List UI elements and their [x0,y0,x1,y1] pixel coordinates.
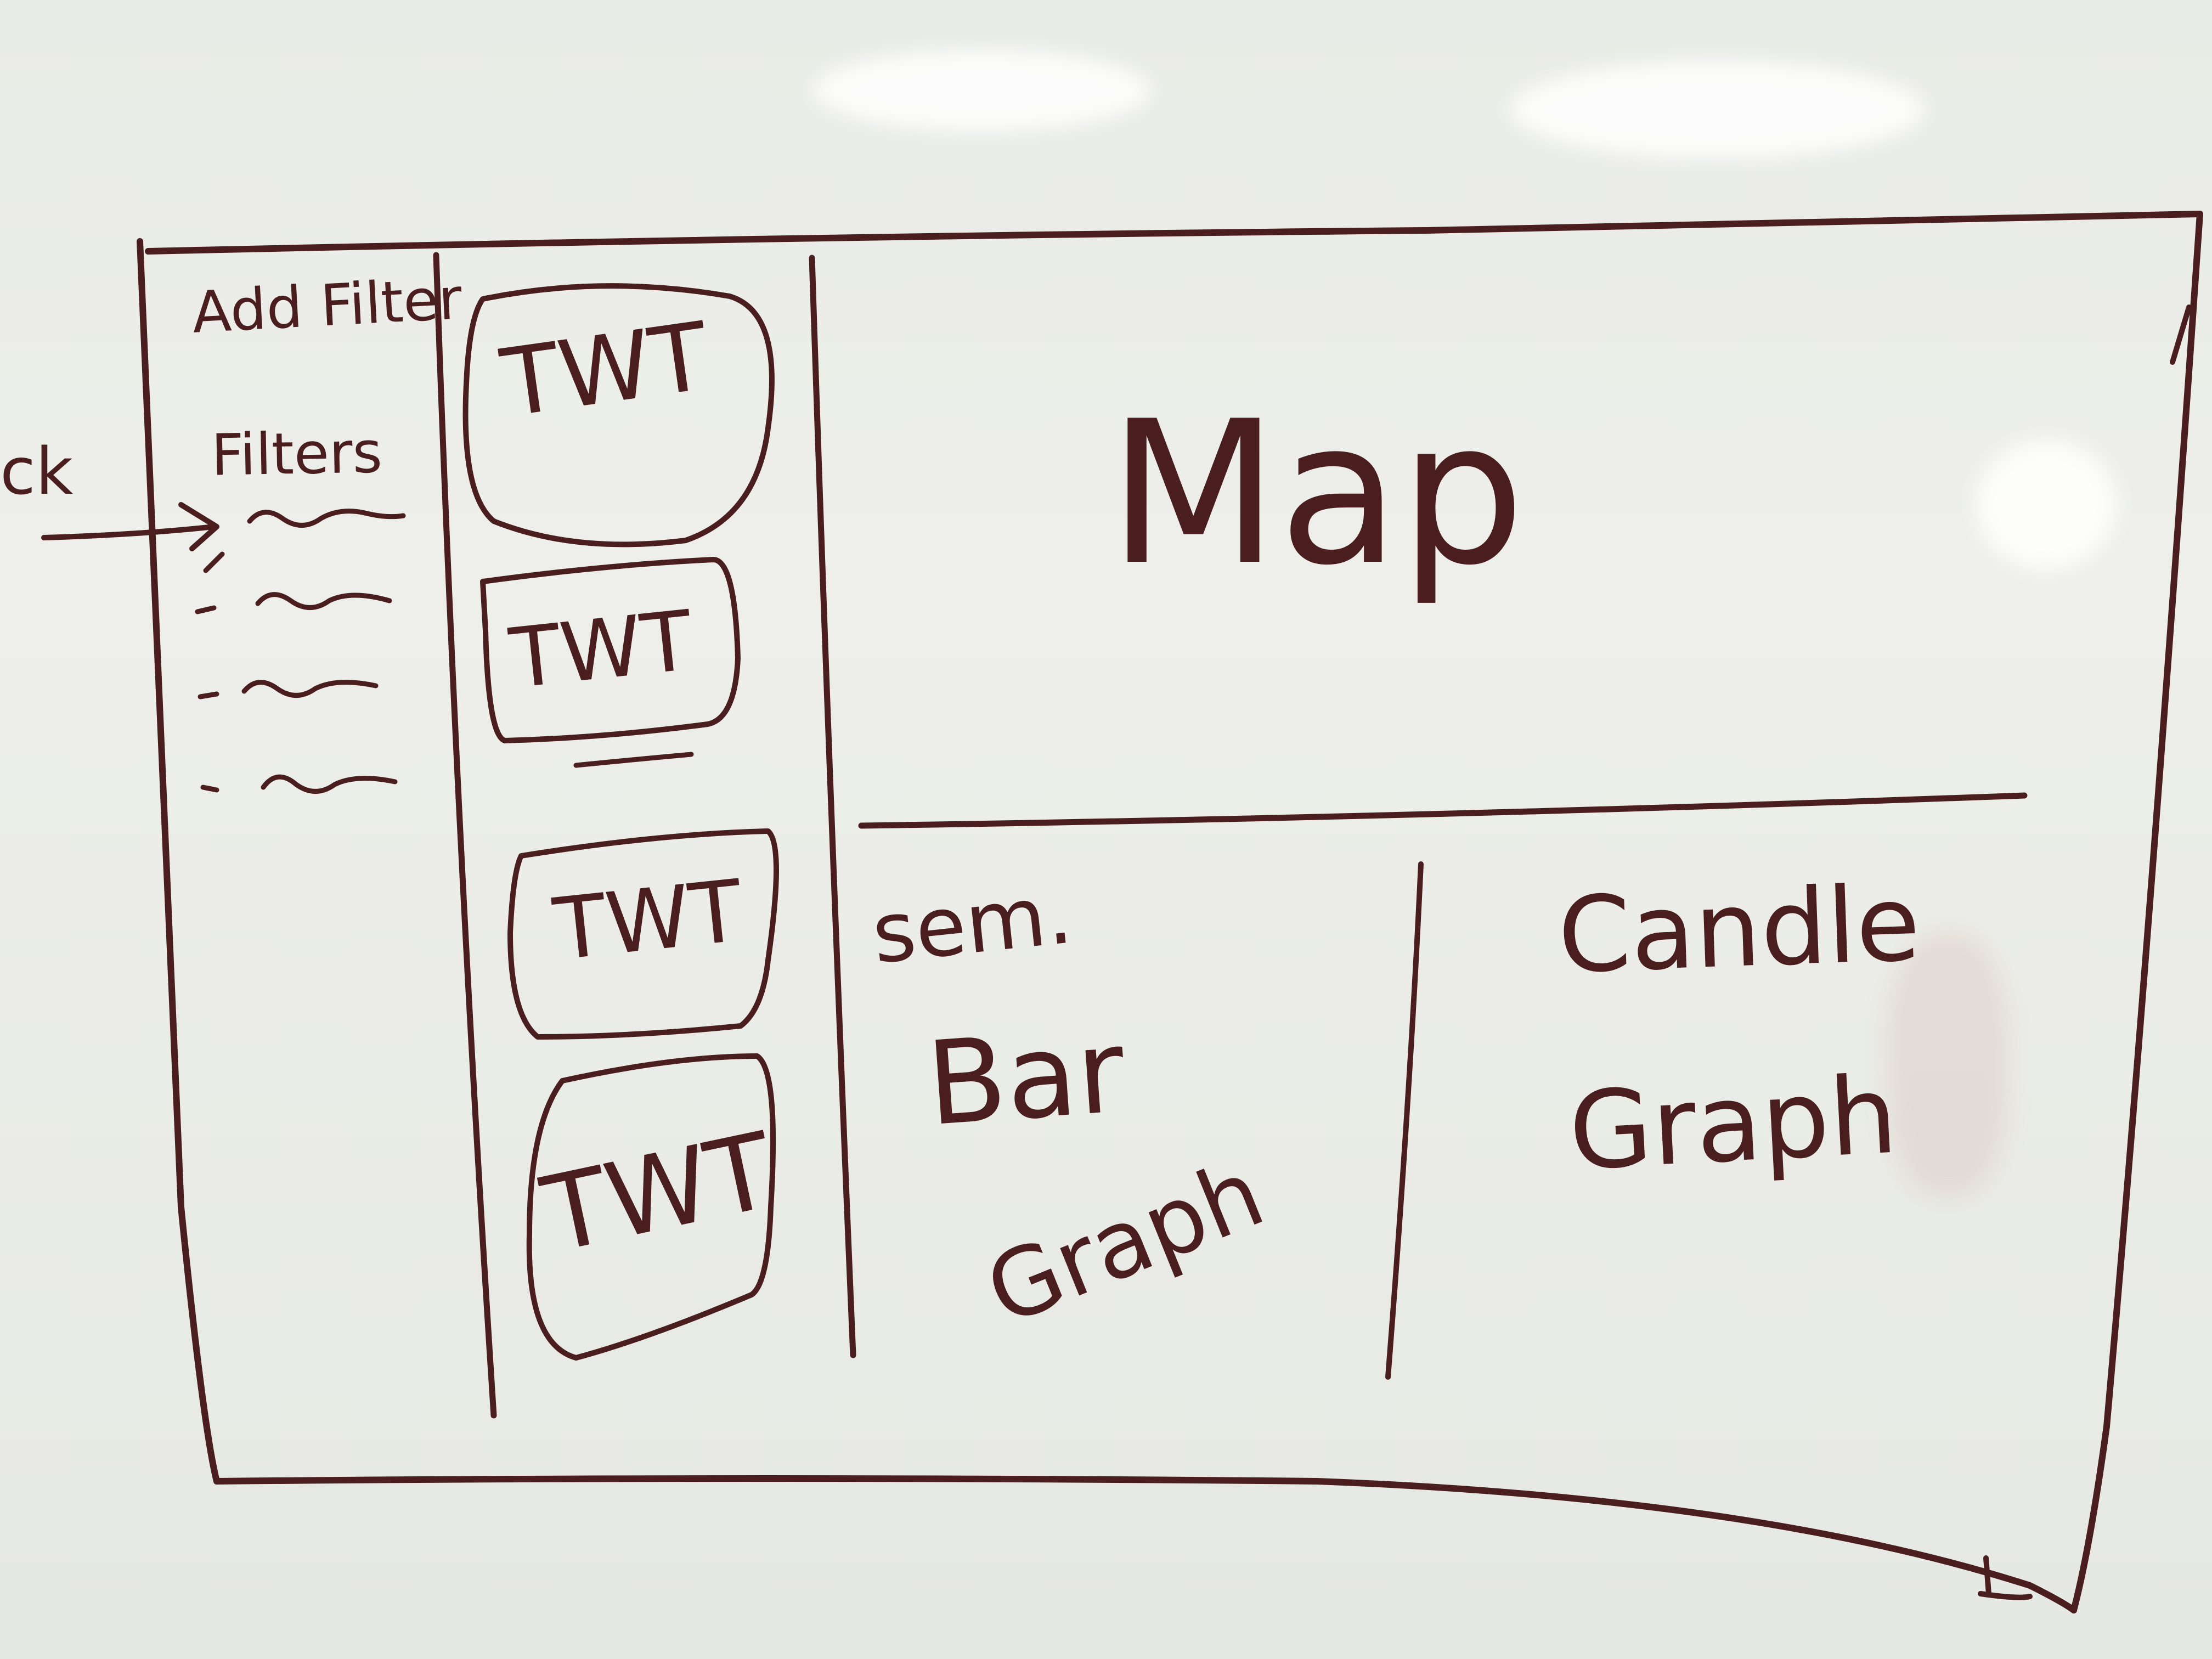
map-panel-label: Map [1108,379,1525,608]
glare-spot [1509,60,1926,159]
filters-heading: Filters [210,419,383,489]
filter-items [195,509,406,794]
glare-spot [1975,439,2118,571]
incoming-arrow [41,502,219,551]
map-bottom-divider [858,792,2028,829]
left-edge-fragment: ck [0,433,74,509]
candle-graph-label-line2: Graph [1566,1052,1900,1194]
sidebar-divider [433,252,497,1419]
bar-graph-label-line2: Bar [922,1003,1129,1152]
graphs-divider [1385,861,1424,1380]
tweet-card-outlines [462,283,779,1361]
add-filter-button[interactable]: Add Filter [190,265,464,346]
tweet-card[interactable]: TWT [495,302,715,439]
bar-graph-label-line1: sem. [867,866,1077,983]
outer-frame [137,211,2203,1613]
tweet-card[interactable]: TWT [505,593,697,707]
candle-graph-label-line1: Candle [1556,862,1922,997]
eraser-smudge [1887,933,2008,1196]
tweet-card[interactable]: TWT [549,861,747,980]
glare-spot [812,49,1152,132]
tweet-column-divider [809,255,856,1358]
